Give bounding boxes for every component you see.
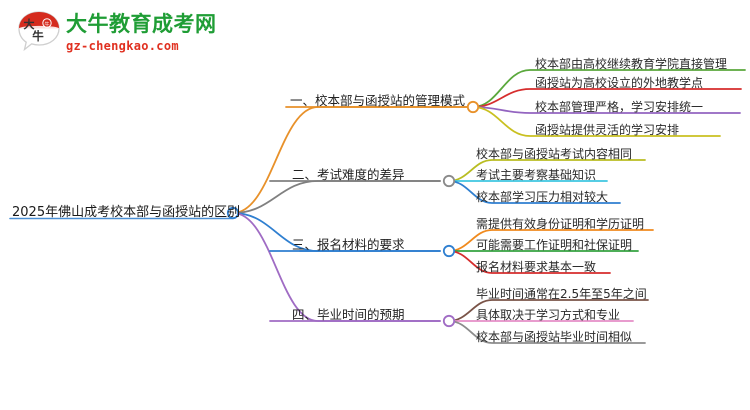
speech-bubble-logo-icon: 大 牛 牛	[18, 11, 60, 52]
leaf-label-2-2[interactable]: 考试主要考察基础知识	[476, 168, 597, 182]
leaf-label-1-2[interactable]: 函授站为高校设立的外地教学点	[535, 76, 704, 90]
leaf-label-2-3[interactable]: 校本部学习压力相对较大	[476, 190, 609, 204]
leaf-label-4-2[interactable]: 具体取决于学习方式和专业	[476, 308, 621, 322]
svg-text:牛: 牛	[32, 29, 44, 43]
leaf-connector-1-4	[472, 106, 721, 137]
svg-text:牛: 牛	[44, 21, 49, 28]
branch-connector-4	[232, 212, 441, 322]
branch-label-3[interactable]: 三、报名材料的要求	[292, 237, 405, 252]
branch-label-1[interactable]: 一、校本部与函授站的管理模式	[290, 93, 466, 108]
root-node[interactable]	[226, 206, 240, 220]
leaf-label-4-1[interactable]: 毕业时间通常在2.5年至5年之间	[476, 287, 647, 301]
leaf-label-2-1[interactable]: 校本部与函授站考试内容相同	[476, 147, 633, 161]
branch-node-2[interactable]	[442, 174, 456, 188]
leaf-label-1-3[interactable]: 校本部管理严格，学习安排统一	[535, 100, 704, 114]
root-label[interactable]: 2025年佛山成考校本部与函授站的区别	[12, 205, 241, 220]
brand-header: 大 牛 牛 大牛教育成考网 gz-chengkao.com	[0, 0, 750, 62]
leaf-label-3-2[interactable]: 可能需要工作证明和社保证明	[476, 238, 633, 252]
branch-connector-1	[232, 106, 474, 214]
branch-label-2[interactable]: 二、考试难度的差异	[292, 167, 405, 182]
leaf-label-4-3[interactable]: 校本部与函授站毕业时间相似	[476, 330, 633, 344]
branch-node-3[interactable]	[442, 244, 456, 258]
leaf-label-3-1[interactable]: 需提供有效身份证明和学历证明	[476, 217, 645, 231]
leaf-label-3-3[interactable]: 报名材料要求基本一致	[476, 260, 597, 274]
brand-name: 大牛教育成考网	[66, 12, 217, 36]
branch-node-1[interactable]	[466, 100, 480, 114]
leaf-label-1-4[interactable]: 函授站提供灵活的学习安排	[535, 123, 680, 137]
branch-node-4[interactable]	[442, 314, 456, 328]
leaf-label-1-1[interactable]: 校本部由高校继续教育学院直接管理	[535, 57, 728, 71]
branch-label-4[interactable]: 四、毕业时间的预期	[292, 307, 405, 322]
brand-text-block: 大牛教育成考网 gz-chengkao.com	[66, 12, 217, 54]
brand-domain: gz-chengkao.com	[66, 39, 179, 53]
svg-text:大: 大	[24, 17, 35, 31]
